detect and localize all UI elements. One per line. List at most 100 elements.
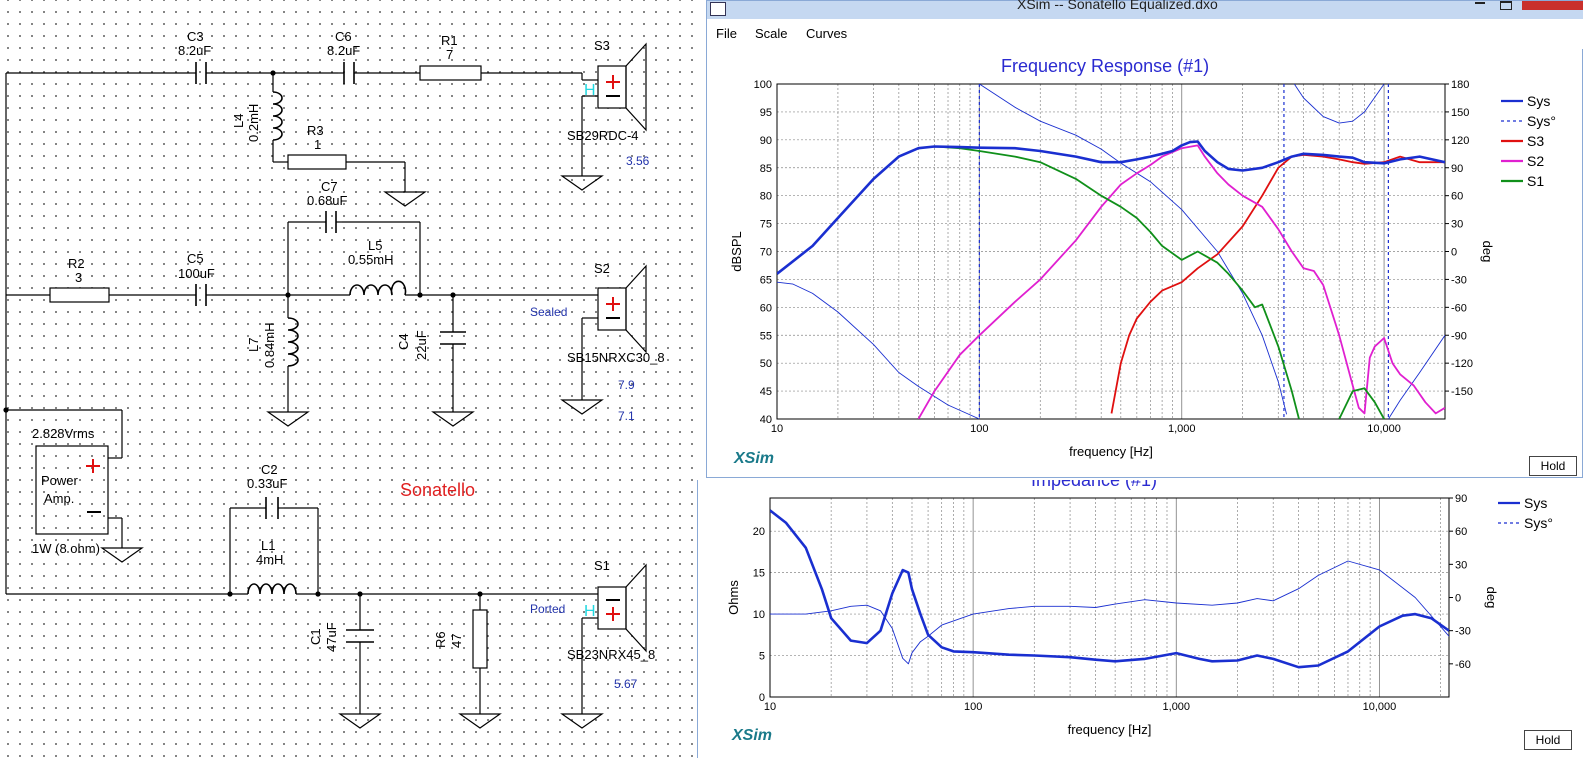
y2-tick-label: -90 <box>1451 330 1467 342</box>
hold-button-2[interactable]: Hold <box>1524 730 1572 750</box>
s2-name: S2 <box>594 261 610 276</box>
app-icon <box>710 2 726 16</box>
legend-label: Sys° <box>1524 515 1553 531</box>
x-tick-label: 10 <box>771 423 783 435</box>
c7-name: C7 <box>321 179 338 194</box>
x-tick-label: 100 <box>970 423 988 435</box>
y2-tick-label: 180 <box>1451 79 1469 91</box>
legend-label: S2 <box>1527 153 1544 169</box>
y-tick-label: 80 <box>760 191 772 203</box>
l4-value: 0.2mH <box>246 104 261 142</box>
legend-label: Sys <box>1527 93 1550 109</box>
l7-value: 0.84mH <box>262 322 277 368</box>
y2-tick-label: -60 <box>1451 302 1467 314</box>
x-axis-label: frequency [Hz] <box>1068 722 1152 737</box>
y2-tick-label: -60 <box>1455 659 1471 671</box>
c3-name: C3 <box>187 29 204 44</box>
y2-tick-label: 120 <box>1451 135 1469 147</box>
y2-tick-label: 60 <box>1451 191 1463 203</box>
y-tick-label: 15 <box>753 568 765 580</box>
x-tick-label: 10,000 <box>1367 423 1401 435</box>
x-tick-label: 10 <box>764 701 776 713</box>
s2-model: SB15NRXC30_8 <box>567 350 665 365</box>
s1-model: SB23NRX45_8 <box>567 647 655 662</box>
x-axis-label: frequency [Hz] <box>1069 444 1153 459</box>
y2-tick-label: -120 <box>1451 358 1473 370</box>
xsim-logo: XSim <box>734 450 775 467</box>
y2-tick-label: 90 <box>1455 493 1467 505</box>
y-tick-label: 10 <box>753 609 765 621</box>
y-axis-label: dBSPL <box>729 231 744 271</box>
x-tick-label: 100 <box>964 701 982 713</box>
menu-scale[interactable]: Scale <box>755 26 788 41</box>
plot-frame <box>776 83 1446 420</box>
menu-curves[interactable]: Curves <box>806 26 848 41</box>
s1-value: 5.67 <box>614 677 638 691</box>
maximize-icon[interactable] <box>1495 1 1517 13</box>
c5-value: 100uF <box>178 266 215 281</box>
c2-value: 0.33uF <box>247 476 288 491</box>
schematic-canvas[interactable]: H H C3 8.2uF C6 8.2uF R1 7 L4 0.2mH R3 1… <box>0 0 700 758</box>
c3-value: 8.2uF <box>178 43 211 58</box>
x-tick-label: 10,000 <box>1363 701 1397 713</box>
y-axis-label: Ohms <box>726 580 741 615</box>
y2-tick-label: 30 <box>1455 559 1467 571</box>
series-line-sys-phase <box>1293 84 1385 124</box>
y-tick-label: 100 <box>754 79 772 91</box>
c7-value: 0.68uF <box>307 193 348 208</box>
series-line-s2 <box>917 144 1445 419</box>
y2-tick-label: 150 <box>1451 107 1469 119</box>
svg-text:H: H <box>584 603 596 620</box>
y-tick-label: 90 <box>760 135 772 147</box>
y-tick-label: 40 <box>760 414 772 426</box>
schematic-drawing: H H C3 8.2uF C6 8.2uF R1 7 L4 0.2mH R3 1… <box>3 29 665 729</box>
series-line-s1 <box>777 145 1300 419</box>
y2-tick-label: 30 <box>1451 219 1463 231</box>
c2-name: C2 <box>261 462 278 477</box>
y-tick-label: 45 <box>760 386 772 398</box>
frequency-chart-title: Frequency Response (#1) <box>1001 56 1210 76</box>
schematic-title: Sonatello <box>400 480 475 500</box>
s2-value-1: 7.9 <box>618 378 635 392</box>
r2-value: 3 <box>75 270 82 285</box>
c1-value: 47uF <box>324 622 339 652</box>
l4-name: L4 <box>231 114 246 128</box>
series-line-sys-phase <box>1388 335 1445 419</box>
c4-value: 22uF <box>414 330 429 360</box>
y2-tick-label: -30 <box>1451 274 1467 286</box>
y-tick-label: 75 <box>760 219 772 231</box>
r2-name: R2 <box>68 256 85 271</box>
l1-value: 4mH <box>256 552 283 567</box>
c6-value: 8.2uF <box>327 43 360 58</box>
y2-tick-label: 0 <box>1455 593 1461 605</box>
c5-name: C5 <box>187 251 204 266</box>
y2-tick-label: -150 <box>1451 386 1473 398</box>
window-titlebar[interactable]: XSim -- Sonatello Equalized.dxo <box>707 0 1583 19</box>
window-title: XSim -- Sonatello Equalized.dxo <box>1017 0 1218 12</box>
s1-name: S1 <box>594 558 610 573</box>
close-icon[interactable] <box>1522 1 1583 10</box>
legend-label: Sys° <box>1527 113 1556 129</box>
series-line-sys <box>770 509 1449 669</box>
legend-label: S3 <box>1527 133 1544 149</box>
y-tick-label: 95 <box>760 107 772 119</box>
hold-button-1[interactable]: Hold <box>1529 456 1577 476</box>
amp-label-1: Power <box>41 473 79 488</box>
y-tick-label: 85 <box>760 163 772 175</box>
menu-file[interactable]: File <box>716 26 737 41</box>
series-line-sys-phase <box>770 560 1449 665</box>
y-tick-label: 0 <box>759 692 765 704</box>
r1-name: R1 <box>441 33 458 48</box>
amp-power: 1W (8 ohm) <box>32 541 100 556</box>
y-tick-label: 5 <box>759 651 765 663</box>
frequency-response-chart[interactable]: 404550556065707580859095100-150-120-90-6… <box>707 1 1582 477</box>
impedance-chart-title: Impedance (#1) <box>1031 480 1157 490</box>
series-line-sys-phase <box>979 84 1288 415</box>
minimize-icon[interactable] <box>1469 1 1491 13</box>
series-line-sys <box>777 140 1445 275</box>
l1-name: L1 <box>261 538 275 553</box>
y-tick-label: 65 <box>760 274 772 286</box>
legend-label: S1 <box>1527 173 1544 189</box>
